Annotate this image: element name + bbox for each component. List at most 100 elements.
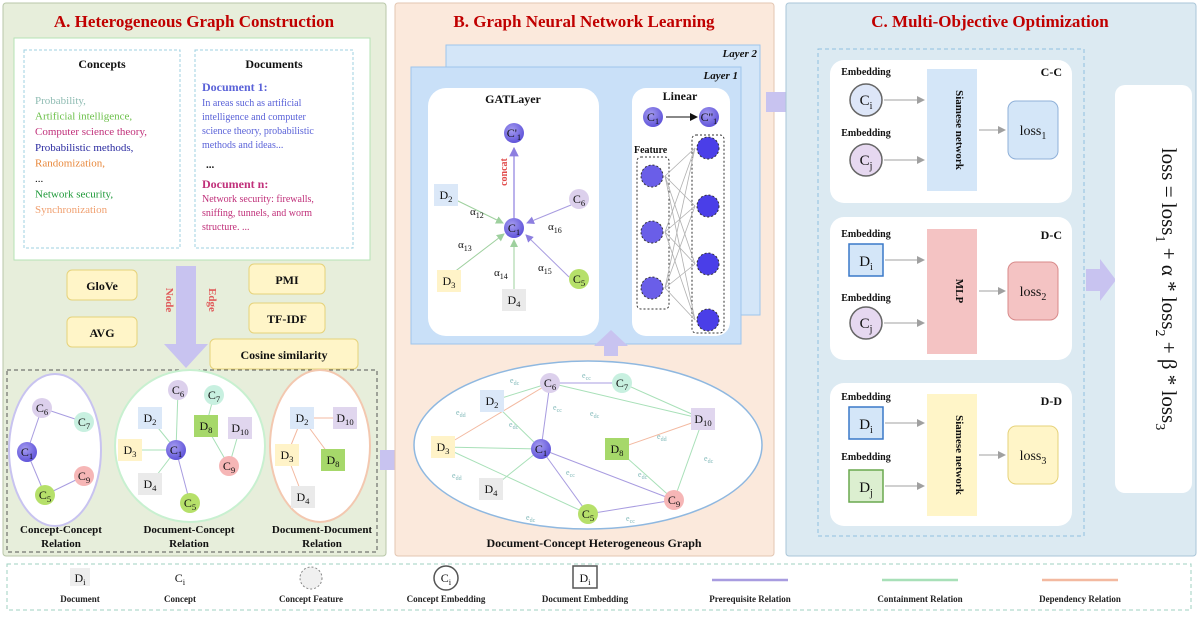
- legend-item: Concept Feature: [279, 566, 343, 604]
- svg-text:Ci: Ci: [860, 93, 873, 112]
- layer-1-label: Layer 1: [702, 70, 738, 82]
- concept-list: Probability,Artificial intelligence,Comp…: [35, 95, 147, 216]
- concept-node: C9: [664, 490, 684, 510]
- svg-text:edc: edc: [638, 470, 648, 481]
- concept-node: C1: [531, 439, 551, 459]
- document-embedding-i-icon: [848, 243, 884, 277]
- legend-label: Containment Relation: [877, 594, 962, 604]
- document-node: D3: [431, 436, 455, 458]
- document-node: D8: [194, 415, 218, 437]
- node-label: Node: [163, 288, 175, 313]
- concept-feature-node: [696, 308, 720, 332]
- cosine-label: Cosine similarity: [241, 348, 328, 362]
- concept-node: C1: [643, 107, 663, 127]
- section-dc: Embedding Embedding D-C Di Cj MLP loss2: [830, 217, 1072, 360]
- pmi-box: [248, 263, 326, 295]
- embedding-label-6: Embedding: [841, 452, 890, 463]
- document-ellipsis: ...: [206, 159, 215, 171]
- document-text-line: structure. ...: [202, 222, 250, 233]
- layer-2-label: Layer 2: [721, 48, 757, 60]
- svg-text:ecc: ecc: [582, 371, 591, 382]
- embedding-label-1: Embedding: [841, 67, 890, 78]
- concept-node: C5: [180, 493, 200, 513]
- panel-a-title: A. Heterogeneous Graph Construction: [54, 12, 335, 31]
- panel-c-title: C. Multi-Objective Optimization: [871, 12, 1109, 31]
- concept-feature-node: [640, 164, 664, 188]
- arrow-to-formula: [1086, 259, 1116, 301]
- concept-item: Computer science theory,: [35, 126, 147, 138]
- gat-layer-title: GATLayer: [485, 92, 541, 106]
- svg-text:Di: Di: [74, 571, 86, 587]
- svg-text:edc: edc: [704, 454, 714, 465]
- panel-b: B. Graph Neural Network Learning Layer 2…: [394, 2, 775, 557]
- concept-node: C1: [504, 218, 524, 238]
- document-text-line: Network security: firewalls,: [202, 194, 314, 205]
- concept-node: C7: [612, 373, 632, 393]
- siamese-network-1: Siamese network: [953, 90, 965, 171]
- svg-text:edc: edc: [510, 376, 520, 387]
- legend-item: Dependency Relation: [1039, 578, 1121, 604]
- svg-text:loss1: loss1: [1020, 124, 1047, 142]
- relation-cc-line1: Concept-Concept: [20, 524, 102, 536]
- arrow-graph-to-layer: [594, 330, 628, 356]
- concept-node: C9: [219, 456, 239, 476]
- cosine-box: [209, 338, 359, 370]
- document-node: D3: [118, 439, 142, 461]
- document-node: D2: [290, 407, 314, 429]
- document-text-line: sniffing, tunnels, and worm: [202, 208, 312, 219]
- concept-node: C5: [578, 504, 598, 524]
- legend-label: Dependency Relation: [1039, 594, 1121, 604]
- mlp-label: MLP: [953, 279, 965, 304]
- concept-item: Probability,: [35, 95, 86, 107]
- svg-text:Cj: Cj: [860, 316, 873, 335]
- concept-feature-node: [696, 194, 720, 218]
- siamese-network-2: Siamese network: [953, 415, 965, 496]
- concept-node-c1-double-prime: C''1: [699, 107, 719, 127]
- glove-label: GloVe: [86, 279, 118, 293]
- embedding-label-2: Embedding: [841, 128, 890, 139]
- document-node: D10: [228, 417, 252, 439]
- document-embedding-j-icon: [848, 469, 884, 503]
- linear-connections: [664, 147, 696, 321]
- concept-embedding-j-icon-2: [849, 306, 883, 340]
- concept-node: C1: [166, 440, 186, 460]
- section-cc-label: C-C: [1041, 65, 1062, 79]
- legend-label: Concept: [164, 594, 196, 604]
- document-node: D4: [502, 289, 526, 311]
- concept-node-c1-prime: C'1: [504, 123, 524, 143]
- document-node: D2: [434, 184, 458, 206]
- glove-box: [66, 269, 138, 301]
- concepts-header: Concepts: [78, 57, 126, 71]
- relation-dc-line1: Document-Concept: [143, 524, 234, 536]
- edge-label: Edge: [206, 288, 218, 312]
- svg-text:edc: edc: [509, 420, 519, 431]
- svg-text:edd: edd: [657, 432, 667, 443]
- concept-feature-node: [640, 276, 664, 300]
- feature-label: Feature: [634, 145, 668, 156]
- document-node: D4: [291, 486, 315, 508]
- concept-embedding-j-icon: [849, 143, 883, 177]
- svg-text:edd: edd: [456, 408, 466, 419]
- document-1-body: In areas such as artificialintelligence …: [202, 98, 314, 151]
- relation-dd-line2: Relation: [302, 538, 342, 550]
- document-node: D8: [321, 449, 345, 471]
- document-node: D4: [479, 478, 503, 500]
- legend-label: Concept Feature: [279, 594, 343, 604]
- concept-node: C5: [35, 485, 55, 505]
- concept-item: Synchronization: [35, 204, 108, 216]
- relation-dc-line2: Relation: [169, 538, 209, 550]
- svg-text:loss3: loss3: [1020, 449, 1047, 467]
- concept-node: C1: [17, 442, 37, 462]
- legend-label: Prerequisite Relation: [709, 594, 790, 604]
- document-embedding-i-icon-2: [848, 406, 884, 440]
- section-dd: Embedding Embedding D-D Di Dj Siamese ne…: [830, 383, 1072, 526]
- svg-text:ecc: ecc: [553, 403, 562, 414]
- document-node: D2: [480, 390, 504, 412]
- concat-label: concat: [499, 157, 510, 185]
- embedding-label-4: Embedding: [841, 293, 890, 304]
